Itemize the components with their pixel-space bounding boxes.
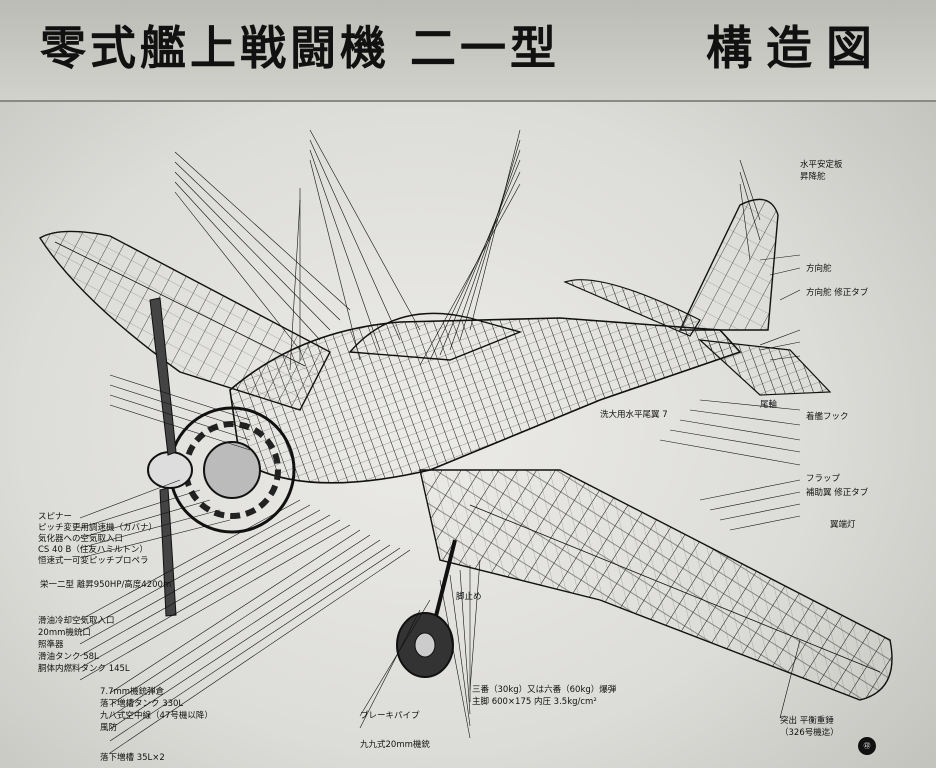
label-20mm-cannon: 九九式20mm機銃 <box>360 740 430 750</box>
title-band: 零式艦上戦闘機 二一型 構造図 <box>0 0 936 102</box>
label-77mm-magazine: 7.7mm機銃弾倉 <box>100 687 165 697</box>
label-flap: フラップ <box>806 474 841 484</box>
right-wing <box>419 469 893 701</box>
label-arrestor-hook: 着艦フック <box>806 412 849 422</box>
label-antenna: 九八式空中線（47号機以降） <box>100 711 213 721</box>
label-windscreen: 風防 <box>100 723 118 733</box>
fuselage <box>229 317 742 484</box>
label-oil-tank: 滑油タンク 58L <box>38 652 99 662</box>
label-main-gear: 主脚 600×175 内圧 3.5kg/cm² <box>472 697 597 707</box>
diagram-subtitle: 構造図 <box>706 21 886 75</box>
label-engine: 栄一二型 離昇950HP/高度4200m <box>40 580 172 590</box>
label-20mm-port: 20mm機銃口 <box>38 628 91 638</box>
spinner <box>147 451 193 489</box>
label-aileron-tab: 補助翼 修正タブ <box>806 488 869 498</box>
label-fuselage-fuel-tank: 胴体内燃料タンク 145L <box>38 664 130 674</box>
label-propeller: 恒速式一可変ピッチプロペラ <box>38 556 149 566</box>
label-tailplane: 洗大用水平尾翼 7 <box>600 410 668 420</box>
label-carburetor-intake: 気化器への空気取入口 <box>38 534 124 544</box>
label-tail-wheel: 尾輪 <box>760 400 778 410</box>
label-mass-balance-note: （326号機迄） <box>780 728 839 738</box>
propeller-blade-up <box>149 297 177 456</box>
vertical-tail <box>678 198 779 331</box>
label-spinner: スピナー <box>38 512 73 522</box>
label-cs40b: CS 40 B（住友ハミルトン） <box>38 545 148 555</box>
right-stabilizer <box>698 339 832 396</box>
label-gear-stop: 脚止め <box>456 592 482 602</box>
publisher-stamp: ㊞ <box>858 737 876 755</box>
label-drop-tanks-small: 落下増槽 35L×2 <box>100 753 165 763</box>
propeller-blade-down <box>159 487 177 617</box>
label-elevator: 昇降舵 <box>800 172 826 182</box>
label-wingtip-light: 翼端灯 <box>830 520 856 530</box>
label-rudder-tab: 方向舵 修正タブ <box>806 288 869 298</box>
canopy <box>348 312 523 361</box>
label-bomb: 三番（30kg）又は六番（60kg）爆弾 <box>472 685 617 695</box>
label-mass-balance: 突出 平衡重錘 <box>780 716 834 726</box>
label-gunsight: 照準器 <box>38 640 64 650</box>
label-governor: ピッチ変更用調速機（ガバナ） <box>38 523 158 533</box>
left-wing <box>39 230 331 411</box>
diagram-title: 零式艦上戦闘機 二一型 <box>40 21 561 75</box>
left-stabilizer <box>563 279 701 337</box>
label-oil-cooler-intake: 滑油冷却空気取入口 <box>38 616 115 626</box>
label-rudder: 方向舵 <box>806 264 832 274</box>
label-brake-pipe: ブレーキパイプ <box>360 711 420 721</box>
label-drop-tank: 落下増槽タンク 330L <box>100 699 184 709</box>
label-horizontal-stabilizer: 水平安定板 <box>800 160 843 170</box>
